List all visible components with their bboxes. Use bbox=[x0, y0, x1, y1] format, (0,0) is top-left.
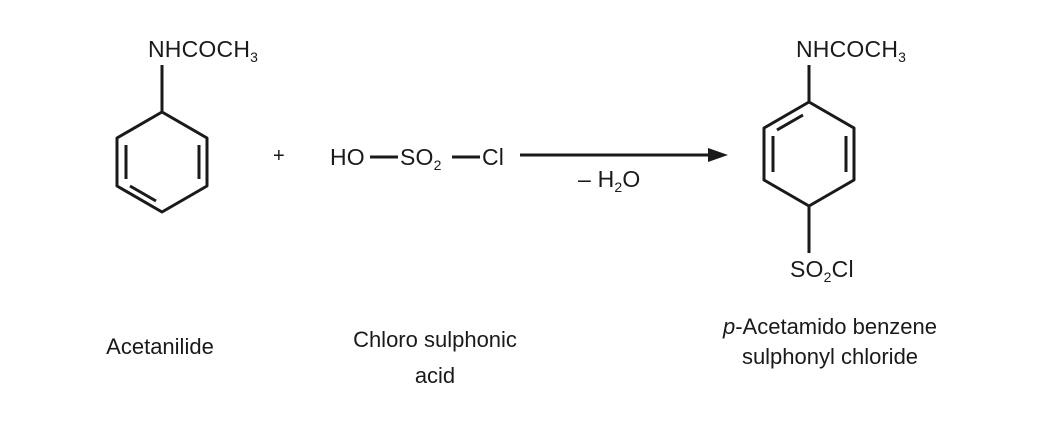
reagent-name: Chloro sulphonic acid bbox=[320, 325, 550, 391]
condition-prefix: – H bbox=[578, 166, 615, 192]
product-double-bond-3 bbox=[776, 113, 804, 132]
product-benzene-ring bbox=[762, 100, 856, 208]
reagent-part-so2: SO2 bbox=[400, 144, 442, 173]
product-bottom-suffix: Cl bbox=[831, 256, 854, 282]
acetanilide-substituent-label: NHCOCH3 bbox=[148, 36, 258, 65]
product-name-line1: p-Acetamido benzene bbox=[680, 312, 980, 342]
product-top-substituent-label: NHCOCH3 bbox=[796, 36, 906, 65]
product-bottom-base: SO bbox=[790, 256, 824, 282]
acetanilide-double-bond-3 bbox=[129, 184, 157, 203]
acetanilide-substituent-base: NHCOCH bbox=[148, 36, 251, 62]
condition-suffix: O bbox=[622, 166, 641, 192]
condition-label: – H2O bbox=[578, 166, 641, 195]
product-name-line2: sulphonyl chloride bbox=[741, 344, 919, 369]
reagent-name-line1: Chloro sulphonic bbox=[353, 327, 517, 352]
product-name-italic: p bbox=[722, 314, 736, 339]
reagent-so-sub: 2 bbox=[433, 157, 442, 173]
reaction-arrow-head bbox=[708, 148, 728, 162]
acetanilide-substituent-sub: 3 bbox=[250, 49, 259, 65]
product-bottom-sub: 2 bbox=[823, 269, 832, 285]
condition-sub: 2 bbox=[614, 179, 623, 195]
reagent-name-line2: acid bbox=[414, 363, 456, 388]
reagent-part-ho: HO bbox=[330, 144, 365, 170]
reagent-so-base: SO bbox=[400, 144, 434, 170]
product-top-base: NHCOCH bbox=[796, 36, 899, 62]
product-top-sub: 3 bbox=[898, 49, 907, 65]
product-bottom-substituent-label: SO2Cl bbox=[790, 256, 854, 285]
acetanilide-benzene-ring bbox=[115, 110, 209, 214]
product-name-line1-rest: -Acetamido benzene bbox=[735, 314, 938, 339]
acetanilide-name: Acetanilide bbox=[106, 334, 214, 359]
plus-sign: + bbox=[273, 145, 285, 167]
product-name: p-Acetamido benzene sulphonyl chloride bbox=[680, 312, 980, 372]
reagent-part-cl: Cl bbox=[482, 144, 505, 170]
